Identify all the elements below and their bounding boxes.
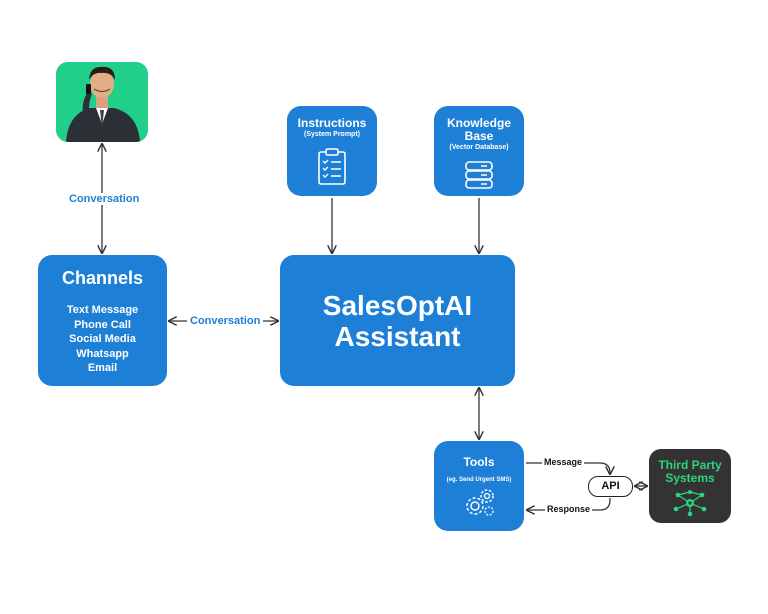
channels-box: Channels Text Message Phone Call Social … bbox=[38, 255, 167, 386]
knowledge-base-title-line2: Base bbox=[464, 129, 494, 143]
knowledge-base-title: Knowledge Base bbox=[434, 117, 524, 143]
tools-title: Tools bbox=[463, 455, 495, 469]
knowledge-base-subtitle: (Vector Database) bbox=[449, 144, 509, 151]
channel-item: Text Message bbox=[66, 304, 139, 316]
edge-label-message: Message bbox=[542, 457, 585, 467]
network-icon bbox=[649, 489, 731, 522]
channel-item: Whatsapp bbox=[76, 347, 129, 360]
gears-icon bbox=[434, 486, 524, 525]
assistant-title-line1: SalesOptAI bbox=[322, 290, 473, 321]
instructions-title: Instructions bbox=[297, 116, 367, 130]
assistant-title-line2: Assistant bbox=[334, 321, 461, 352]
edge-label-conversation-vertical: Conversation bbox=[66, 193, 143, 205]
edge-label-conversation-horizontal: Conversation bbox=[187, 315, 264, 327]
edge-label-response: Response bbox=[545, 504, 593, 514]
third-party-title-line2: Systems bbox=[665, 471, 715, 485]
third-party-title: Third Party Systems bbox=[649, 459, 731, 485]
database-icon bbox=[434, 160, 524, 195]
instructions-box: Instructions (System Prompt) bbox=[287, 106, 377, 196]
api-label: API bbox=[601, 480, 620, 492]
person-on-phone-icon bbox=[66, 66, 140, 142]
channel-item: Email bbox=[87, 362, 118, 374]
third-party-systems-box: Third Party Systems bbox=[649, 449, 731, 523]
instructions-subtitle: (System Prompt) bbox=[303, 131, 360, 138]
third-party-title-line1: Third Party bbox=[658, 458, 722, 472]
edge-api-tools-response bbox=[527, 498, 611, 510]
channels-title: Channels bbox=[61, 268, 144, 288]
tools-subtitle: (eg. Send Urgent SMS) bbox=[446, 477, 512, 483]
knowledge-base-title-line1: Knowledge bbox=[446, 116, 511, 130]
channel-item: Social Media bbox=[69, 333, 136, 345]
channel-item: Phone Call bbox=[74, 318, 131, 331]
person-photo bbox=[56, 62, 148, 142]
api-node: API bbox=[588, 476, 633, 497]
checklist-icon bbox=[287, 148, 377, 191]
tools-box: Tools (eg. Send Urgent SMS) bbox=[434, 441, 524, 531]
channels-list: Text Message Phone Call Social Media Wha… bbox=[38, 303, 167, 376]
knowledge-base-box: Knowledge Base (Vector Database) bbox=[434, 106, 524, 196]
assistant-title: SalesOptAI Assistant bbox=[280, 290, 515, 352]
assistant-box: SalesOptAI Assistant bbox=[280, 255, 515, 386]
edge-tools-api-message bbox=[526, 462, 610, 474]
